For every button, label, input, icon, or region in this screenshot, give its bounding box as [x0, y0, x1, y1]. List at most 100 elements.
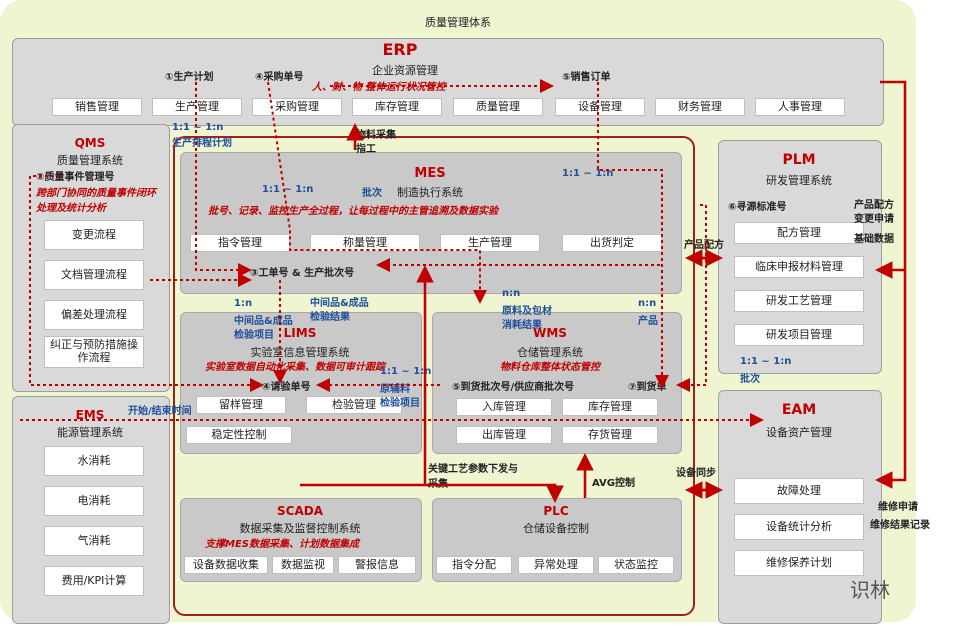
- note-plm-one-n: 1:1 ~ 1:n: [740, 356, 792, 367]
- mes-work-label: ③工单号 & 生产批次号: [250, 268, 355, 279]
- erp-item-1: 生产管理: [152, 98, 242, 116]
- note-ems-link: 开始/结束时间: [128, 406, 192, 417]
- erp-item-5: 设备管理: [555, 98, 645, 116]
- plm-note-1: 产品配方: [854, 200, 894, 211]
- erp-subtitle: 企业资源管理: [372, 64, 438, 77]
- erp-item-4: 质量管理: [453, 98, 543, 116]
- plm-note-3: 基础数据: [854, 234, 894, 245]
- qms-event-label: ②质量事件管理号: [36, 172, 115, 183]
- plm-item-1: 临床申报材料管理: [734, 256, 864, 278]
- lims-title: LIMS: [283, 326, 317, 340]
- note-check-item2: 检验项目: [380, 398, 420, 409]
- erp-purchase-label: ④采购单号: [255, 72, 304, 83]
- lims-desc: 实验室数据自动化采集、数据可审计跟踪: [205, 362, 385, 373]
- note-raw-mat: 原辅料: [380, 384, 410, 395]
- wms-item-3: 存货管理: [562, 426, 658, 444]
- note-plm-batch: 批次: [740, 374, 760, 385]
- erp-slogan: 人、财、物 整体运行状况管控: [312, 82, 446, 93]
- erp-plan-label: ①生产计划: [165, 72, 214, 83]
- note-mat-rel2: 指工: [356, 144, 376, 155]
- note-wms-n2: n:n: [638, 298, 657, 309]
- note-lims-one-n: 1:n: [234, 298, 253, 309]
- qms-item-0: 变更流程: [44, 220, 144, 250]
- mes-item-3: 出货判定: [562, 234, 662, 252]
- ems-title: EMS: [75, 408, 105, 422]
- scada-subtitle: 数据采集及监督控制系统: [239, 522, 361, 535]
- eam-item-1: 设备统计分析: [734, 514, 864, 540]
- outer-title: 质量管理体系: [425, 16, 491, 29]
- eam-subtitle: 设备资产管理: [766, 426, 832, 439]
- note-wms-stock: 消耗结果: [502, 320, 542, 331]
- mes-item-2: 生产管理: [440, 234, 540, 252]
- qms-title: QMS: [74, 136, 106, 150]
- wms-item-0: 入库管理: [456, 398, 552, 416]
- scada-title: SCADA: [277, 504, 323, 518]
- note-one-to-n-1: 1:1 ~ 1:n: [172, 122, 224, 133]
- wms-batch-label: ⑤到货批次号/供应商批次号: [452, 382, 575, 393]
- note-avg-ctrl: AVG控制: [592, 478, 636, 489]
- wms-item-2: 出库管理: [456, 426, 552, 444]
- wms-title: WMS: [533, 326, 567, 340]
- note-key-param: 关键工艺参数下发与采集: [428, 464, 518, 490]
- plm-item-0: 配方管理: [734, 222, 864, 244]
- note-one-to-n-lims: 1:1 ~ 1:n: [380, 366, 432, 377]
- erp-item-2: 采购管理: [252, 98, 342, 116]
- eam-title: EAM: [781, 402, 817, 418]
- note-mat-rel: 物料采集: [356, 130, 396, 141]
- erp-title: ERP: [382, 40, 418, 59]
- note-plan: 生产排程计划: [172, 138, 232, 149]
- plm-title: PLM: [782, 152, 816, 168]
- scada-item-0: 设备数据收集: [184, 556, 268, 574]
- note-one-to-n-2: 1:1 ~ 1:n: [262, 184, 314, 195]
- eam-item-0: 故障处理: [734, 478, 864, 504]
- note-batch: 批次: [362, 188, 382, 199]
- note-mid-insp2: 中间品&成品: [234, 316, 293, 327]
- note-wms-n: n:n: [502, 288, 521, 299]
- mes-subtitle: 制造执行系统: [397, 186, 463, 199]
- scada-item-2: 警报信息: [338, 556, 416, 574]
- eam-note-2: 维修结果记录: [870, 520, 930, 531]
- eam-note-1: 维修申请: [878, 502, 918, 513]
- erp-item-6: 财务管理: [655, 98, 745, 116]
- plc-title: PLC: [543, 504, 569, 518]
- qms-desc: 跨部门协同的质量事件闭环处理及统计分析: [36, 188, 156, 214]
- qms-subtitle: 质量管理系统: [57, 154, 123, 167]
- wms-desc: 物料仓库整体状态管控: [500, 362, 600, 373]
- erp-item-3: 库存管理: [352, 98, 442, 116]
- plc-subtitle: 仓储设备控制: [523, 522, 589, 535]
- ems-subtitle: 能源管理系统: [57, 426, 123, 439]
- wms-subtitle: 仓储管理系统: [517, 346, 583, 359]
- lims-request-label: ④请验单号: [262, 382, 311, 393]
- erp-item-0: 销售管理: [52, 98, 142, 116]
- ems-item-1: 电消耗: [44, 486, 144, 516]
- plc-item-2: 状态监控: [598, 556, 674, 574]
- erp-sales-label: ⑤销售订单: [562, 72, 611, 83]
- scada-item-1: 数据监视: [272, 556, 334, 574]
- mes-item-0: 指令管理: [190, 234, 290, 252]
- ems-item-0: 水消耗: [44, 446, 144, 476]
- plc-item-1: 异常处理: [518, 556, 594, 574]
- note-device-sync: 设备同步: [676, 468, 716, 479]
- wms-delivery-label: ⑦到货单: [628, 382, 667, 393]
- note-check-result: 检验结果: [310, 312, 350, 323]
- note-one-to-n-3: 1:1 ~ 1:n: [562, 168, 614, 179]
- mes-title: MES: [414, 166, 446, 181]
- scada-desc: 支撑MES数据采集、计划数据集成: [205, 539, 359, 550]
- note-product-recipe: 产品配方: [684, 240, 724, 251]
- ems-item-3: 费用/KPI计算: [44, 566, 144, 596]
- lims-item-1: 检验管理: [306, 396, 402, 414]
- eam-box: [718, 390, 882, 624]
- lims-item-0: 留样管理: [196, 396, 286, 414]
- lims-item-2: 稳定性控制: [186, 426, 292, 444]
- eam-item-2: 维修保养计划: [734, 550, 864, 576]
- note-wms-raw: 原料及包材: [502, 306, 552, 317]
- plc-item-0: 指令分配: [436, 556, 512, 574]
- mes-item-1: 称量管理: [310, 234, 420, 252]
- lims-subtitle: 实验室信息管理系统: [250, 346, 350, 359]
- note-wms-prod: 产品: [638, 316, 658, 327]
- plm-search-label: ⑥寻源标准号: [728, 202, 787, 213]
- note-mid-insp: 中间品&成品: [310, 298, 369, 309]
- watermark-text: 识林: [850, 578, 890, 602]
- plm-item-2: 研发工艺管理: [734, 290, 864, 312]
- note-check-item: 检验项目: [234, 330, 274, 341]
